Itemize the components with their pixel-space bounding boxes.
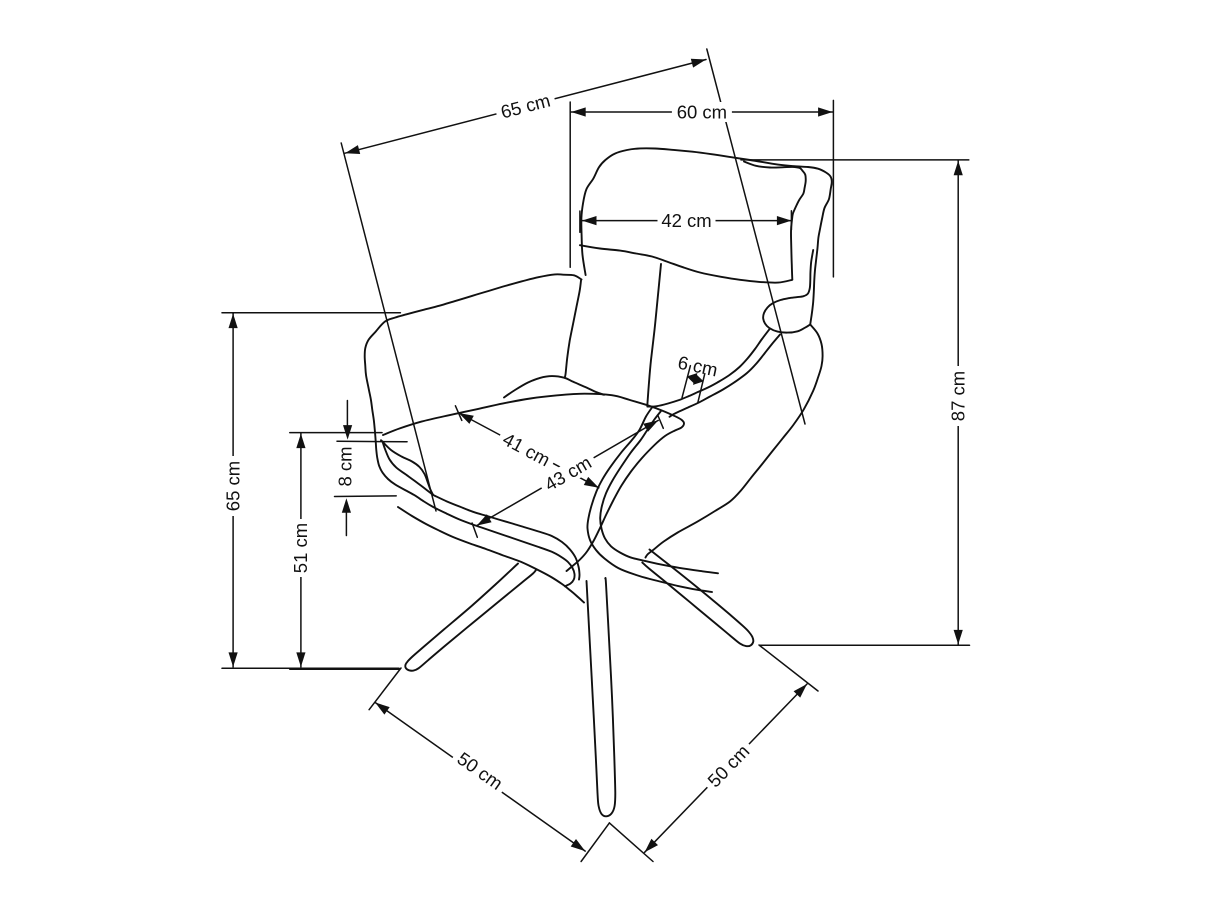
svg-text:42 cm: 42 cm xyxy=(661,210,711,231)
svg-text:65 cm: 65 cm xyxy=(222,461,243,511)
svg-text:8 cm: 8 cm xyxy=(334,446,355,486)
svg-text:87 cm: 87 cm xyxy=(948,371,969,421)
svg-text:51 cm: 51 cm xyxy=(290,523,311,573)
svg-text:60 cm: 60 cm xyxy=(677,101,727,122)
